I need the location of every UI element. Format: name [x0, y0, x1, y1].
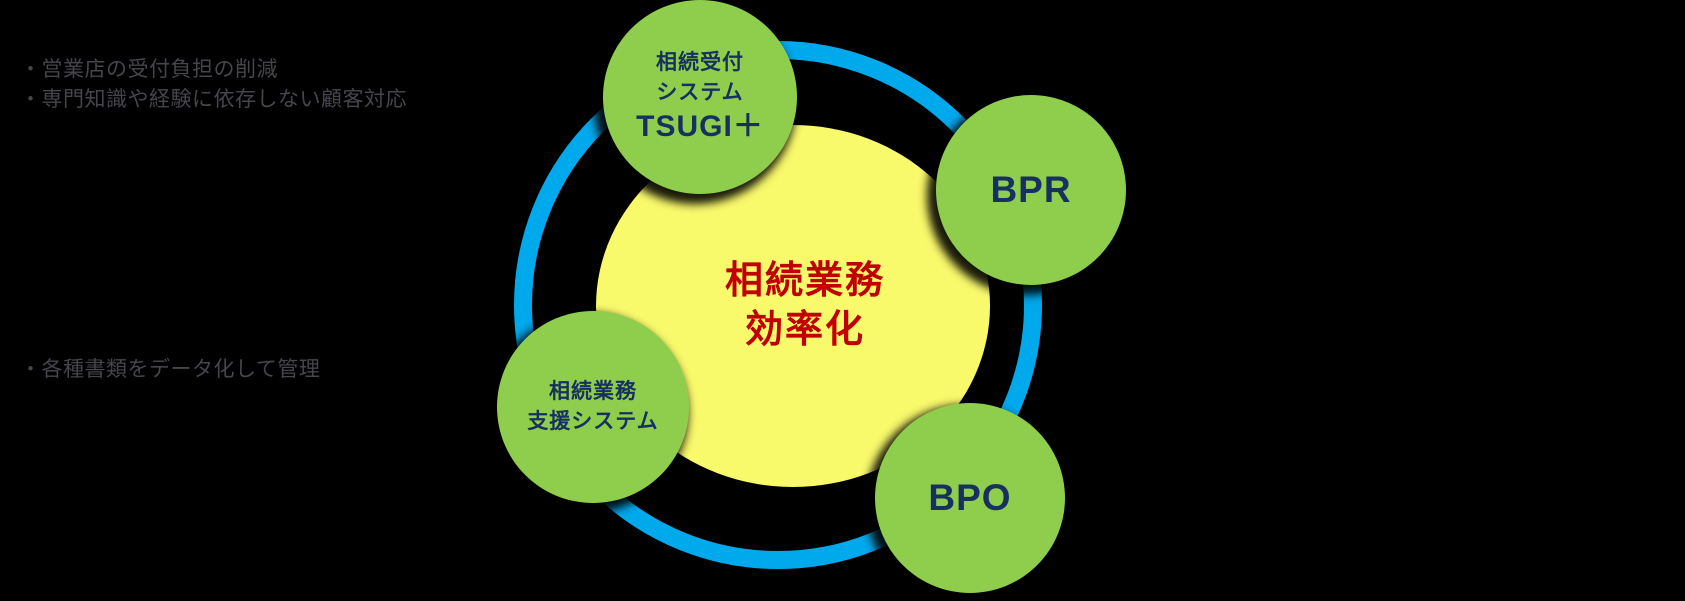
satellite-support-system-circle: 相続業務 支援システム [497, 311, 689, 503]
center-goal-text: 相続業務 効率化 [725, 257, 885, 354]
satellite-tsugi-circle: 相続受付 システム TSUGI＋ [603, 0, 797, 194]
bpr-label: BPR [990, 169, 1072, 210]
center-goal-line2: 効率化 [744, 309, 865, 351]
note-expert-knowledge-independence: ・専門知識や経験に依存しない顧客対応 [20, 88, 407, 111]
tsugi-line1: 相続受付 [656, 51, 744, 75]
note-document-digitization: ・各種書類をデータ化して管理 [20, 358, 321, 381]
support-line1: 相続業務 [549, 380, 637, 404]
tsugi-product-name: TSUGI＋ [636, 110, 764, 144]
note-branch-reception-burden: ・営業店の受付負担の削減 [20, 58, 278, 81]
bpo-label: BPO [928, 477, 1012, 518]
support-line2: 支援システム [527, 410, 659, 433]
satellite-bpr-circle: BPR [936, 95, 1126, 285]
center-goal-line1: 相続業務 [724, 260, 885, 303]
satellite-bpo-circle: BPO [875, 403, 1065, 593]
tsugi-line2: システム [656, 81, 744, 105]
